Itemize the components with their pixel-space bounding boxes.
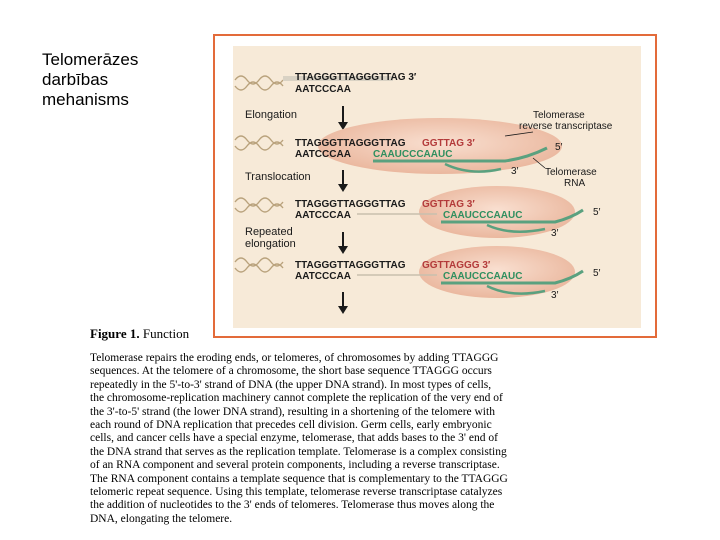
telomerase-diagram: TTAGGGTTAGGGTTAG 3′ AATCCCAA Elongation … (233, 46, 641, 328)
telomerase-enzyme (419, 186, 575, 238)
rna-strand-tail (486, 284, 546, 295)
upper-dna-strand (283, 76, 393, 81)
dna-helix (234, 257, 284, 273)
figure-number: Figure 1. (90, 326, 140, 341)
rna-label-line: RNA (564, 178, 585, 189)
lower-dna-sequence: AATCCCAA (295, 271, 351, 282)
upper-dna-sequence: TTAGGGTTAGGGTTAG 3′ (295, 72, 417, 83)
telomerase-figure: TTAGGGTTAGGGTTAG 3′ AATCCCAA Elongation … (213, 34, 657, 338)
figure-heading-text: Function (139, 326, 190, 341)
rna-5-prime-label: 5′ (593, 207, 601, 218)
rna-3-prime-label: 3′ (551, 228, 559, 239)
rna-strand (441, 269, 584, 285)
down-arrow-icon (338, 106, 348, 130)
caption-line: the addition of nucleotides to the 3' en… (90, 499, 495, 512)
caption-line: The RNA component contains a template se… (90, 472, 508, 485)
process-label-repeated-elongation: elongation (245, 238, 296, 250)
upper-dna-sequence-old: TTAGGGTTAGGGTTAG (295, 138, 406, 149)
rna-strand-tail (486, 223, 546, 233)
upper-dna-sequence-old: TTAGGGTTAGGGTTAG (295, 260, 406, 271)
caption-line: the DNA strand that serves as the replic… (90, 445, 507, 458)
process-label-repeated-elongation: Repeated (245, 226, 293, 238)
rna-3-prime-label: 3′ (551, 290, 559, 301)
enzyme-label-line: reverse transcriptase (519, 121, 613, 132)
caption-line: each round of DNA replication that prece… (90, 419, 492, 432)
slide-title-line: Telomerāzes (42, 50, 139, 69)
rna-label-line: Telomerase (545, 167, 597, 178)
figure-caption-heading: Figure 1. Function (90, 326, 189, 342)
dna-helix (234, 197, 284, 213)
rna-template-sequence: CAAUCCCAAUC (443, 210, 522, 221)
dna-helix (234, 135, 284, 151)
rna-template-sequence: CAAUCCCAAUC (373, 149, 452, 160)
rna-label-leader (532, 157, 546, 169)
enzyme-label-line: Telomerase (533, 110, 585, 121)
down-arrow-icon (338, 232, 348, 254)
rna-template-sequence: CAAUCCCAAUC (443, 271, 522, 282)
lower-dna-sequence: AATCCCAA (295, 149, 351, 160)
enzyme-label-leader (504, 131, 534, 137)
rna-3-prime-label: 3′ (511, 166, 519, 177)
rna-strand (441, 208, 584, 224)
slide-title: Telomerāzes darbības mehanisms (42, 50, 202, 110)
figure-caption-body: Telomerase repairs the eroding ends, or … (90, 352, 668, 526)
rna-strand (373, 146, 548, 163)
rna-5-prime-label: 5′ (555, 142, 563, 153)
down-arrow-icon (338, 170, 348, 192)
caption-line: the chromosome-replication machinery can… (90, 392, 503, 405)
rna-5-prime-label: 5′ (593, 268, 601, 279)
upper-dna-sequence-old: TTAGGGTTAGGGTTAG (295, 199, 406, 210)
caption-line: cells, and cancer cells have a special e… (90, 432, 498, 445)
caption-line: DNA, elongating the telomere. (90, 512, 233, 525)
slide-title-line: mehanisms (42, 90, 129, 109)
lower-dna-sequence: AATCCCAA (295, 84, 351, 95)
slide-title-line: darbības (42, 70, 109, 89)
caption-line: sequences. At the telomere of a chromoso… (90, 365, 492, 378)
telomerase-enzyme (419, 246, 575, 298)
down-arrow-icon (338, 292, 348, 314)
caption-line: repeatedly in the 5'-to-3' strand of DNA… (90, 378, 492, 391)
caption-line: the 3'-to-5' strand (the lower DNA stran… (90, 405, 495, 418)
caption-line: of an RNA component and several protein … (90, 459, 500, 472)
upper-dna-sequence-new: GGTTAG 3′ (422, 199, 475, 210)
caption-line: Telomerase repairs the eroding ends, or … (90, 352, 499, 364)
dna-helix (234, 75, 284, 91)
caption-line: telomeric repeat sequence. Using this te… (90, 486, 503, 499)
process-label-translocation: Translocation (245, 171, 311, 183)
process-label-elongation: Elongation (245, 109, 297, 121)
upper-dna-sequence-new: GGTTAG 3′ (422, 138, 475, 149)
lower-dna-sequence: AATCCCAA (295, 210, 351, 221)
upper-dna-sequence-new: GGTTAGGG 3′ (422, 260, 491, 271)
rna-strand-tail (444, 162, 502, 173)
